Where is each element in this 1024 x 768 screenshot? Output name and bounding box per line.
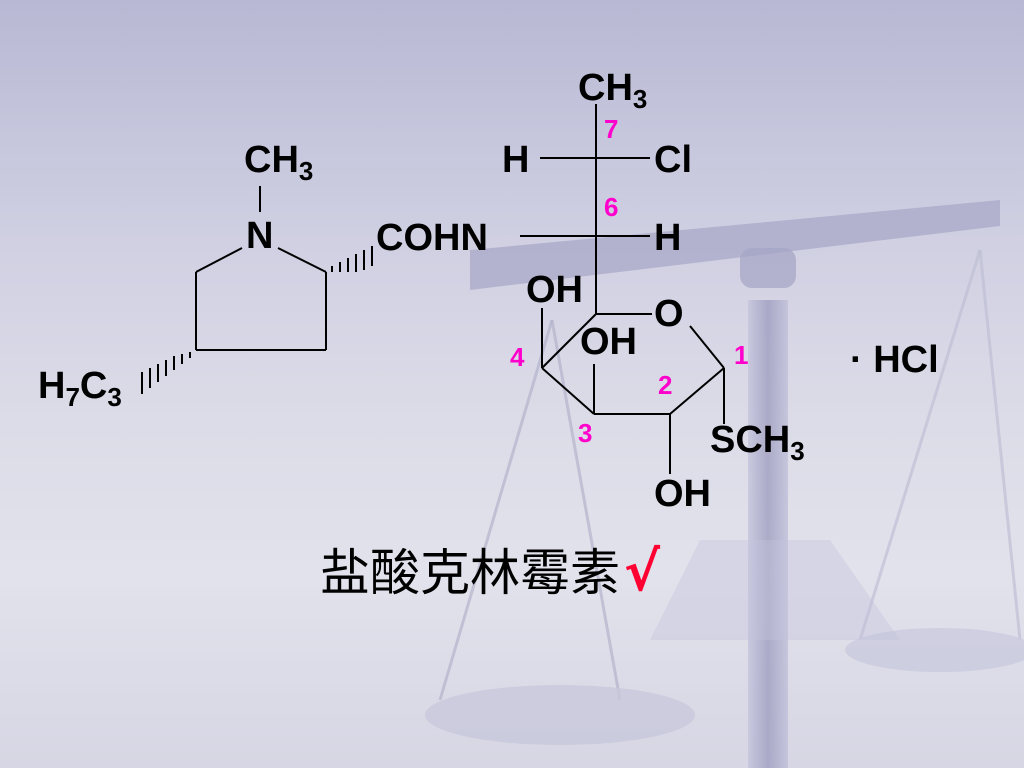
hashed-bond-propyl — [141, 352, 191, 394]
label-oh-c3: OH — [580, 321, 637, 363]
label-h-c6: H — [654, 217, 681, 259]
label-o-ring: O — [654, 293, 684, 335]
carbon-number-7: 7 — [604, 114, 618, 144]
compound-name: 盐酸克林霉素 — [320, 544, 620, 602]
bond-c3-c4 — [541, 367, 595, 415]
label-h7c3: H7C3 — [38, 365, 122, 412]
carbon-number-2: 2 — [658, 370, 672, 400]
label-n: N — [246, 215, 273, 257]
label-ch3-n: CH3 — [244, 139, 313, 186]
label-sch3: SCH3 — [710, 419, 805, 466]
carbon-number-6: 6 — [604, 192, 618, 222]
label-cohn: COHN — [376, 217, 488, 259]
bond-c5p-n — [195, 247, 243, 273]
label-cl: Cl — [654, 139, 692, 181]
label-oh-c4: OH — [526, 269, 583, 311]
label-hcl: · HCl — [850, 339, 939, 381]
carbon-number-1: 1 — [734, 340, 748, 370]
compound-name-caption: 盐酸克林霉素√ — [320, 540, 660, 604]
label-ch3-top: CH3 — [578, 67, 647, 114]
hashed-bond-cohn — [331, 246, 373, 272]
bond-n-c2p — [277, 247, 327, 273]
bond-c4-c5 — [541, 313, 597, 369]
label-oh-c2: OH — [654, 473, 711, 515]
bond-c1-c2 — [669, 367, 725, 415]
label-h-c7: H — [502, 139, 529, 181]
bond-o-c1 — [689, 325, 725, 369]
carbon-number-3: 3 — [578, 418, 592, 448]
carbon-number-4: 4 — [510, 342, 525, 372]
check-mark-icon: √ — [624, 540, 661, 603]
